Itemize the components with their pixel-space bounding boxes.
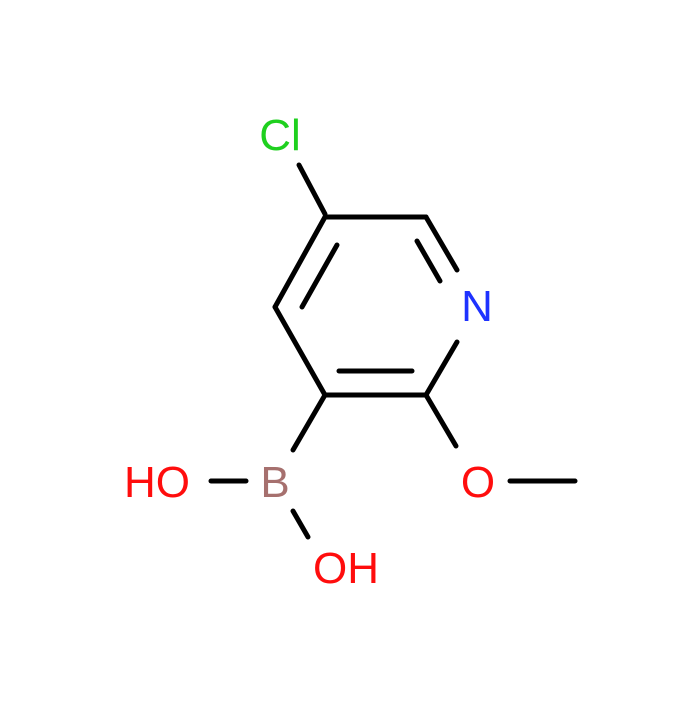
bonds bbox=[208, 162, 578, 540]
atom-label-cl: Cl bbox=[259, 111, 301, 160]
atom-label-oh-left: HO bbox=[124, 458, 190, 507]
atom-label-o-methoxy: O bbox=[461, 458, 495, 507]
bond-c4-c5 bbox=[272, 214, 328, 310]
bond-n-c2 bbox=[423, 339, 460, 398]
bond-c2-o bbox=[423, 392, 459, 449]
bond-b-oh-bottom bbox=[290, 508, 311, 540]
bond-cl-c5 bbox=[296, 162, 328, 217]
bond-c4-c5-inner bbox=[299, 242, 340, 310]
bond-c3-b bbox=[290, 392, 328, 453]
bond-c6-n-inner bbox=[414, 238, 443, 284]
atom-label-n: N bbox=[461, 282, 493, 331]
bond-c6-n bbox=[423, 214, 460, 273]
bond-c3-c4 bbox=[272, 304, 328, 398]
atom-label-oh-bottom: OH bbox=[313, 544, 379, 593]
atom-label-b: B bbox=[260, 458, 289, 507]
